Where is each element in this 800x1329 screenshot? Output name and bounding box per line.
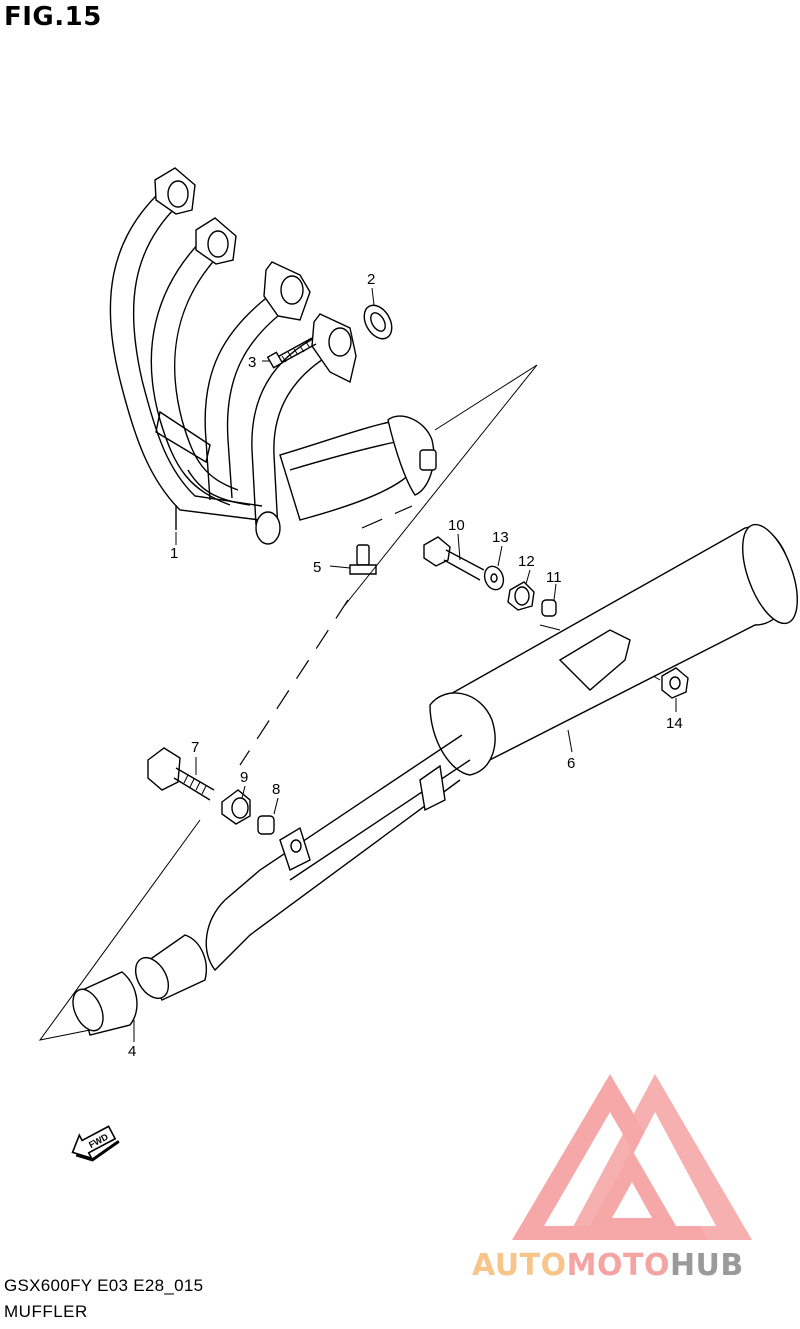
callout-8: 8 (272, 781, 280, 798)
figure-name: MUFFLER (4, 1302, 88, 1321)
callout-14: 14 (666, 715, 683, 732)
washer-13-part (483, 565, 505, 591)
automotohub-logo-icon (512, 1074, 752, 1240)
automotohub-watermark-text: AUTOMOTOHUB (472, 1248, 744, 1283)
callout-7: 7 (191, 739, 199, 756)
callout-2: 2 (367, 271, 375, 288)
exhaust-pipe-assembly (109, 167, 437, 545)
bolt-7-part (147, 747, 215, 801)
bolt-10-part (423, 536, 485, 581)
watermark-hub: HUB (669, 1248, 744, 1283)
connector-part (72, 934, 207, 1036)
bolt-5-part (329, 544, 377, 575)
callout-9: 9 (240, 769, 248, 786)
watermark-moto: MOTO (566, 1248, 670, 1283)
model-code: GSX600FY E03 E28_015 (4, 1276, 204, 1295)
muffler-part (205, 523, 798, 972)
cushion-12-part (507, 581, 535, 611)
nut-14-part (661, 667, 689, 699)
callout-10: 10 (448, 517, 465, 534)
callout-12: 12 (518, 553, 535, 570)
callout-5: 5 (313, 559, 321, 576)
watermark-auto: AUTO (472, 1248, 567, 1283)
callout-3: 3 (248, 354, 256, 371)
callout-4: 4 (128, 1043, 136, 1060)
callout-numbers: 1 2 3 4 5 6 7 8 9 10 11 12 13 14 (128, 271, 683, 1060)
callout-leaders (133, 360, 677, 1042)
forward-arrow-icon: FWD (71, 1125, 120, 1162)
cushion-9-part (221, 789, 251, 825)
callout-11: 11 (546, 569, 562, 586)
figure-title: FIG.15 (4, 2, 102, 32)
stud-bolt-part (266, 337, 317, 369)
spacer-8-part (257, 815, 275, 835)
callout-1: 1 (170, 545, 178, 562)
callout-13: 13 (492, 529, 509, 546)
spacer-11-part (541, 599, 557, 617)
gasket-part (363, 287, 393, 340)
callout-6: 6 (567, 755, 575, 772)
